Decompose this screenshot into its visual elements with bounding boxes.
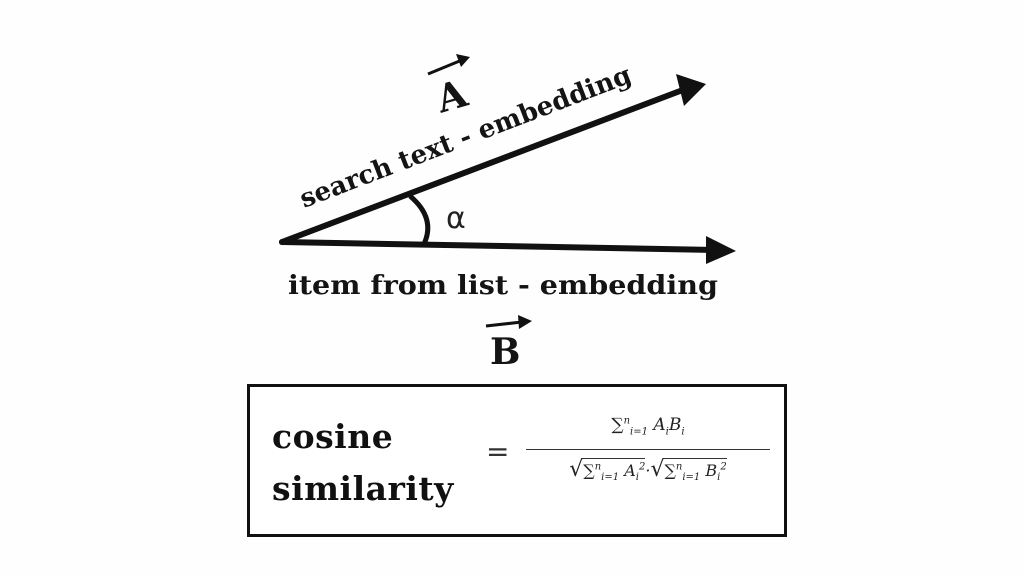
formula-numerator: ∑ni=1 AiBi [611,415,685,438]
vector-b-symbol: B [485,315,532,373]
vector-a-arrow [279,85,691,245]
angle-alpha-label: α [446,201,466,236]
fraction-bar [526,449,770,450]
vector-a-arrowhead [676,74,706,106]
cosine-similarity-formula-box: cosine similarity = ∑ni=1 AiBi √∑ni=1 Ai… [247,384,787,537]
formula-label-line1: cosine [272,417,394,456]
formula-fraction: ∑ni=1 AiBi √∑ni=1 Ai2·√∑ni=1 Bi2 [526,415,770,515]
vector-b-arrowhead [706,236,736,264]
vector-b-label: item from list - embedding [288,271,718,301]
angle-arc [408,194,431,246]
vector-b-arrow [279,239,719,253]
vector-a-label: search text - embedding [296,60,636,214]
equals-sign: = [486,435,510,468]
vector-a-symbol: A [427,54,473,122]
formula-label-line2: similarity [272,469,454,508]
svg-text:A: A [430,70,472,122]
formula-denominator: √∑ni=1 Ai2·√∑ni=1 Bi2 [569,457,727,484]
vector-angle-diagram: α A search text - embedding item from li… [279,54,736,373]
svg-text:B: B [490,331,520,373]
